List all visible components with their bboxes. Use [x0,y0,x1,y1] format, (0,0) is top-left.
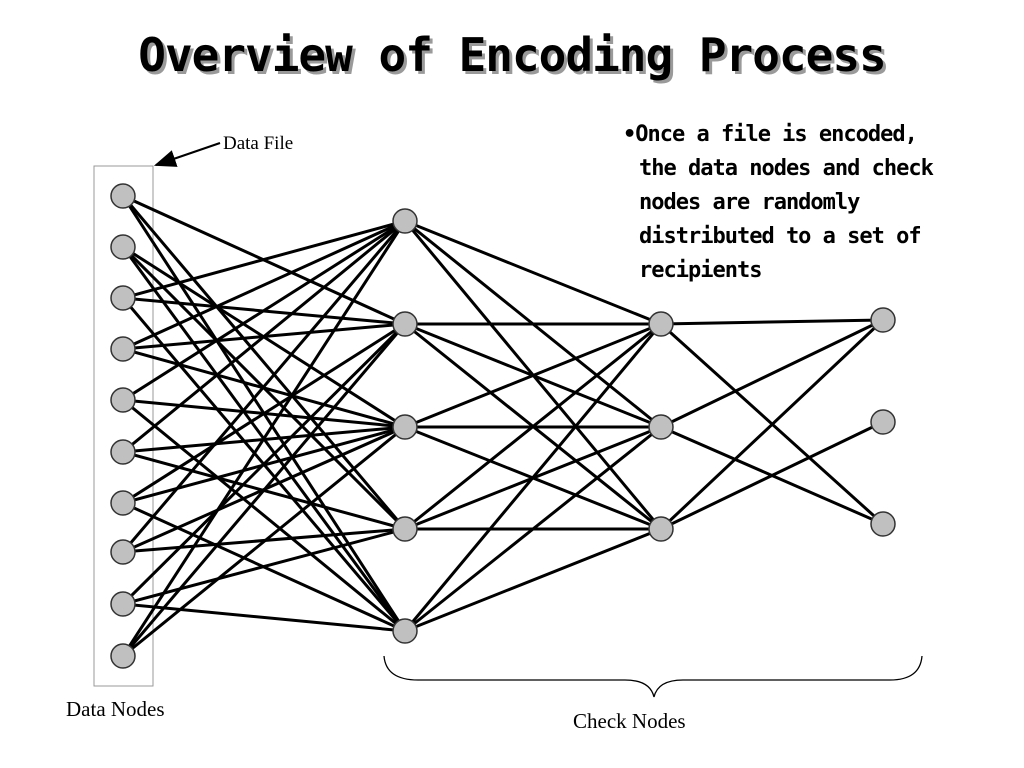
data-nodes-label: Data Nodes [66,697,165,721]
edge-check-to-check [660,318,884,429]
check-node [648,516,674,542]
bullet-line: nodes are randomly [639,190,860,215]
data-node [110,336,136,362]
data-node [110,439,136,465]
edge-data-to-check [121,220,407,657]
data-file-arrow [153,141,221,167]
graph-edges [121,194,885,658]
edge-data-to-check [122,219,406,402]
edge-check-to-check [660,318,884,326]
check-node [392,618,418,644]
bullet-line: the data nodes and check [639,156,934,181]
edge-data-to-check [122,219,406,454]
data-node [110,183,136,209]
data-node [110,591,136,617]
edge-data-to-check [122,219,406,351]
check-node [870,409,896,435]
check-node [648,414,674,440]
check-node [392,516,418,542]
bullet-line: distributed to a set of [639,224,922,249]
check-node [870,307,896,333]
check-node [392,414,418,440]
edge-data-to-check [122,602,406,633]
check-nodes-label: Check Nodes [573,709,686,733]
bullet-line: •Once a file is encoded, [623,122,918,147]
edge-check-to-check [660,420,884,531]
edge-check-to-check [404,425,662,633]
data-node [110,285,136,311]
edge-data-to-check [122,219,406,300]
data-node [110,387,136,413]
data-file-label: Data File [223,133,294,154]
edge-data-to-check [121,195,407,530]
edge-data-to-check [122,322,406,505]
edge-data-to-check [121,323,407,657]
bullet-text: •Once a file is encoded, the data nodes a… [623,118,1013,288]
edge-data-to-check [121,322,407,606]
check-node [870,511,896,537]
data-node [110,539,136,565]
check-node [648,311,674,337]
check-nodes-brace [383,655,923,698]
edge-check-to-check [404,322,662,531]
check-node [392,208,418,234]
data-node [110,490,136,516]
bullet-line: recipients [639,258,762,283]
edge-check-to-check [403,323,663,632]
edge-check-to-check [404,527,662,633]
data-node [110,643,136,669]
edge-check-to-check [404,322,662,429]
graph-nodes [110,183,896,669]
edge-check-to-check [404,219,662,326]
edge-data-to-check [121,220,407,553]
check-node [392,311,418,337]
data-node [110,234,136,260]
slide-title: Overview of Encoding Process [138,28,886,82]
edge-check-to-check [659,318,885,531]
edge-data-to-check [122,398,406,633]
edge-data-to-check [122,425,406,658]
edge-data-to-check [122,527,406,606]
